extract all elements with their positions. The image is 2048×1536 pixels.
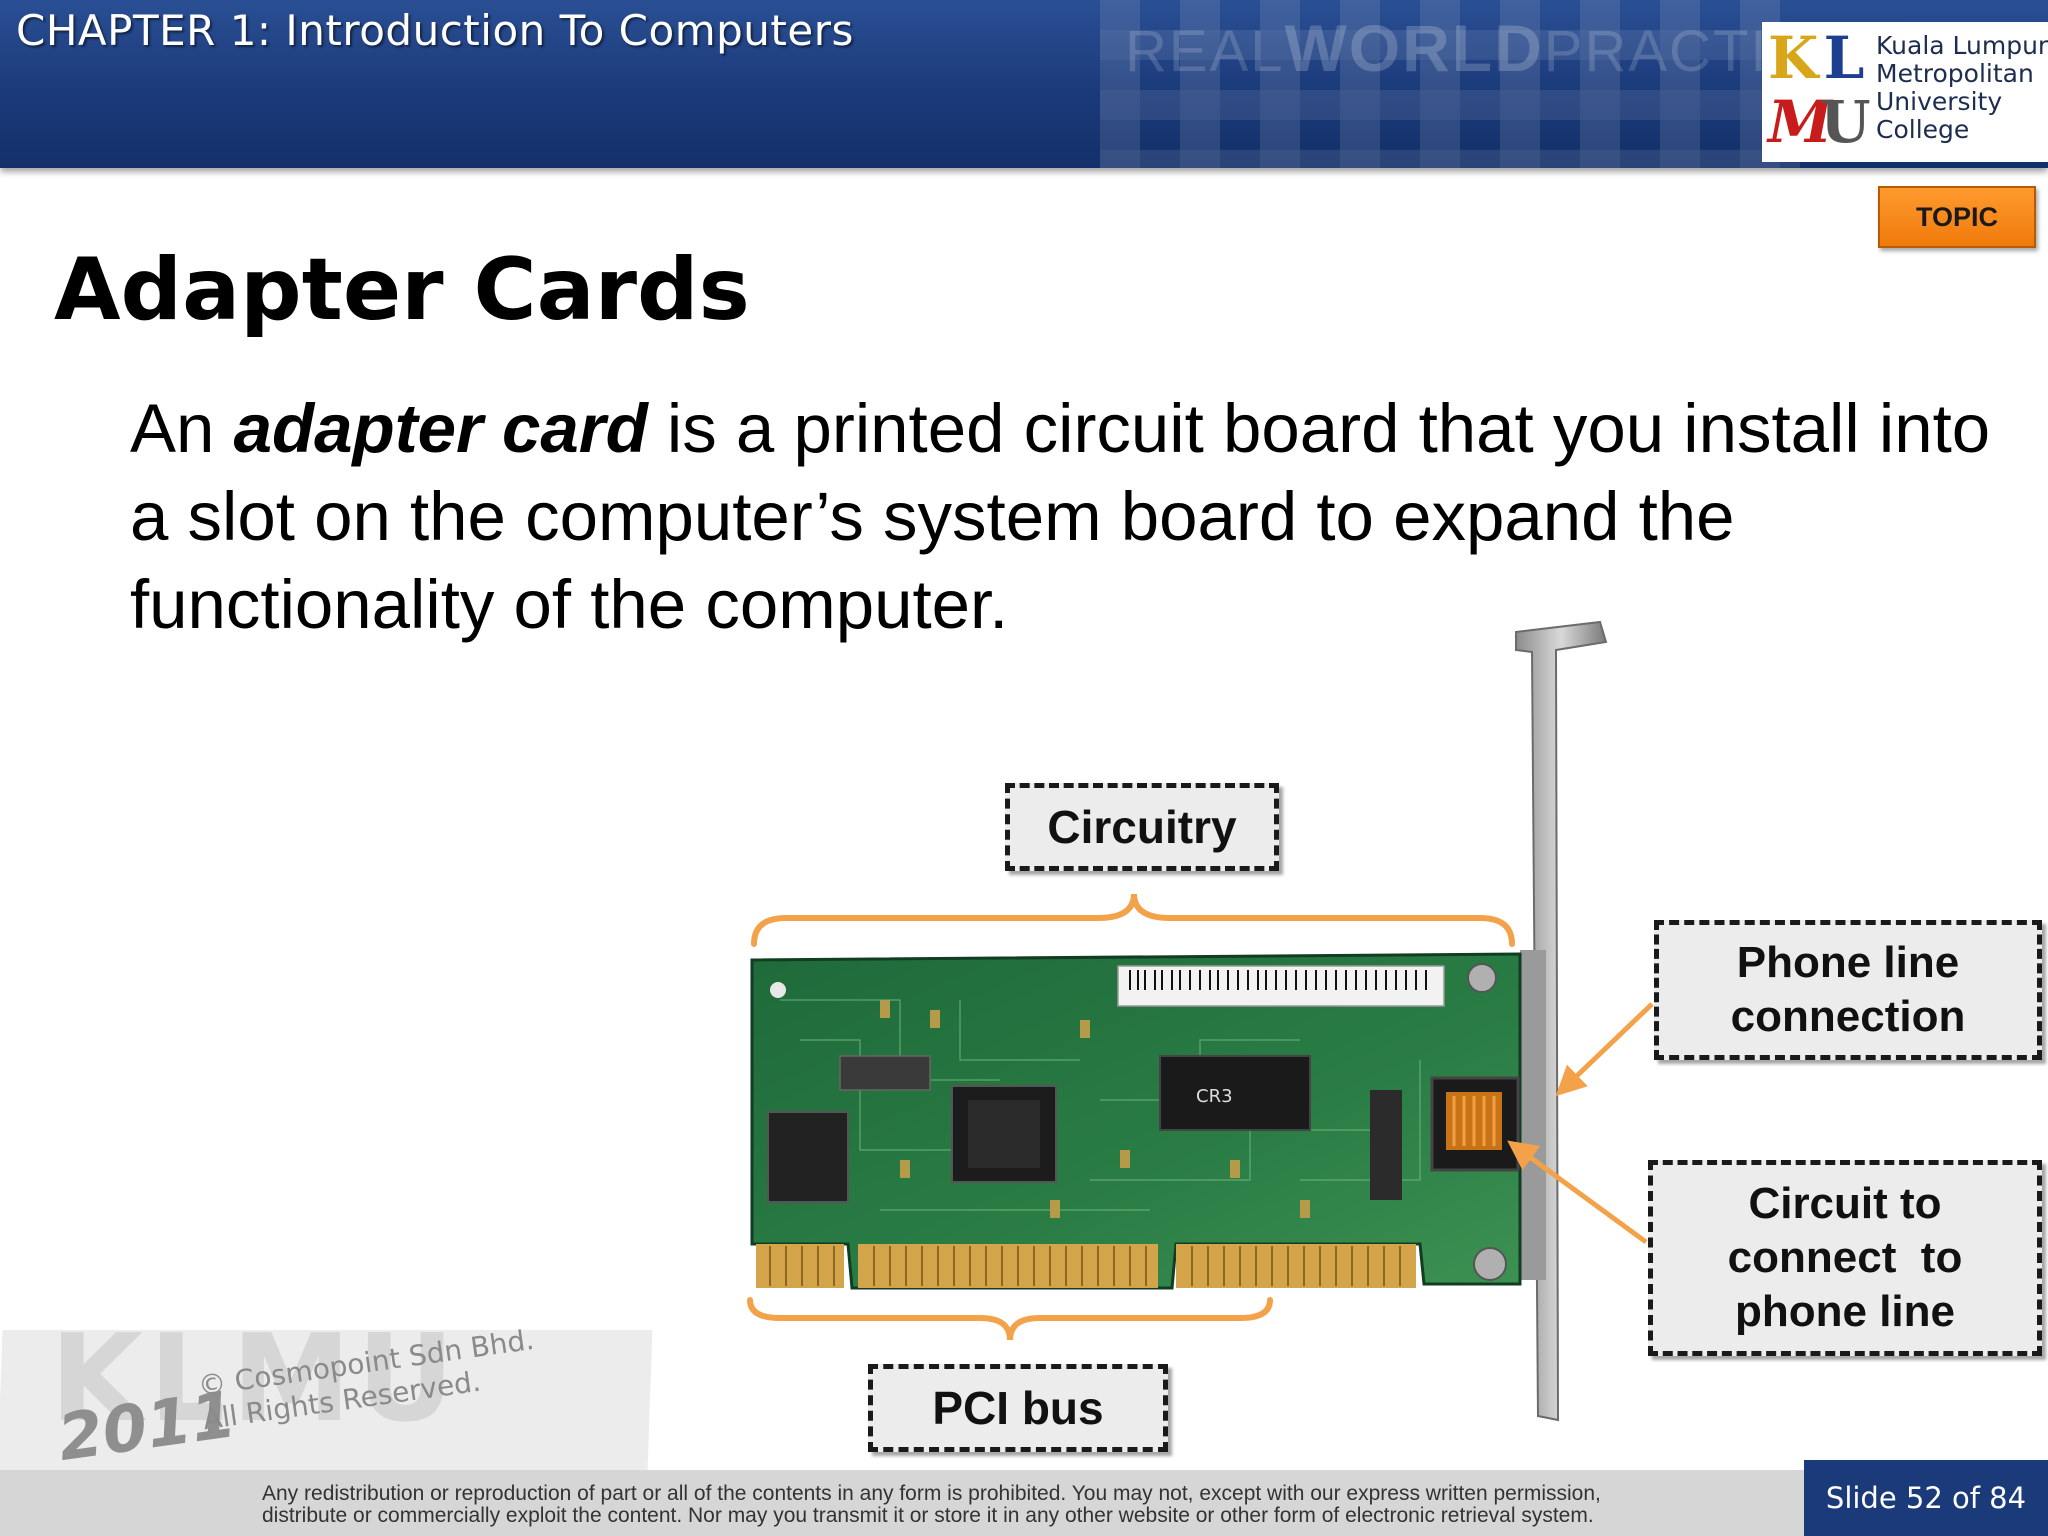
crystal bbox=[839, 1055, 931, 1091]
circuit-phone-label-line: connect to bbox=[1727, 1233, 1963, 1282]
pci-bus-label: PCI bus bbox=[868, 1364, 1168, 1452]
circuit-phone-label-line: Circuit to bbox=[1748, 1179, 1942, 1228]
header-pattern bbox=[1100, 0, 1800, 168]
slide-title: Adapter Cards bbox=[54, 240, 750, 340]
topic-button[interactable]: TOPIC bbox=[1878, 186, 2036, 248]
body-paragraph: An adapter card is a printed circuit boa… bbox=[130, 385, 2010, 649]
body-term: adapter card bbox=[233, 390, 648, 467]
pci-bus-brace bbox=[747, 1297, 1273, 1341]
circuit-phone-label-line: phone line bbox=[1735, 1287, 1955, 1336]
body-lead: An bbox=[130, 390, 234, 467]
disclaimer-line: Any redistribution or reproduction of pa… bbox=[262, 1482, 1601, 1505]
circuit-arrow bbox=[1507, 1140, 1648, 1245]
circuit-phone-label: Circuit to connect to phone line bbox=[1648, 1160, 2042, 1356]
chapter-title: CHAPTER 1: Introduction To Computers bbox=[16, 6, 854, 55]
phone-line-arrow bbox=[1555, 1002, 1654, 1097]
capacitor-array bbox=[1370, 1090, 1402, 1200]
header-bar: REALWORLDPRACTICE CHAPTER 1: Introductio… bbox=[0, 0, 2048, 168]
circuitry-label: Circuitry bbox=[1005, 783, 1279, 871]
body-rest: is a printed circuit board that you inst… bbox=[130, 390, 1991, 643]
board-hole bbox=[770, 982, 786, 998]
logo-letter-l: L bbox=[1823, 24, 1865, 92]
footer-band bbox=[0, 1470, 2048, 1536]
logo-line: Metropolitan bbox=[1876, 59, 2034, 88]
pulse-transformer bbox=[1159, 1055, 1311, 1131]
mounting-hole bbox=[1467, 963, 1497, 993]
footer-disclaimer: Any redistribution or reproduction of pa… bbox=[262, 1483, 1762, 1527]
logo-line: Kuala Lumpur bbox=[1876, 31, 2048, 60]
phone-line-label-line: connection bbox=[1730, 992, 1966, 1041]
slide-number: Slide 52 of 84 bbox=[1804, 1460, 2048, 1536]
circuitry-brace bbox=[751, 893, 1515, 947]
logo-text: Kuala Lumpur Metropolitan University Col… bbox=[1876, 32, 2048, 144]
metal-bracket bbox=[1515, 620, 1608, 1422]
eeprom-chip bbox=[767, 1111, 849, 1203]
mounting-hole bbox=[1473, 1247, 1507, 1281]
copyright-watermark: KLMU bbox=[50, 1310, 461, 1449]
circuit-board: CR3 bbox=[750, 952, 1522, 1290]
logo-line: University bbox=[1876, 87, 2003, 116]
logo-letter-k: K bbox=[1768, 24, 1819, 92]
logo-letter-u: U bbox=[1820, 88, 1871, 156]
klmu-logo: K L M U Kuala Lumpur Metropolitan Univer… bbox=[1762, 22, 2048, 162]
phone-line-label-line: Phone line bbox=[1736, 938, 1960, 987]
pulse-label: CR3 bbox=[1196, 1086, 1233, 1107]
phone-line-label: Phone line connection bbox=[1654, 920, 2042, 1060]
disclaimer-line: distribute or commercially exploit the c… bbox=[262, 1504, 1594, 1527]
pci-edge-connector bbox=[756, 1244, 1416, 1288]
logo-letters: K L M U bbox=[1766, 26, 1876, 156]
logo-line: College bbox=[1876, 115, 1970, 144]
